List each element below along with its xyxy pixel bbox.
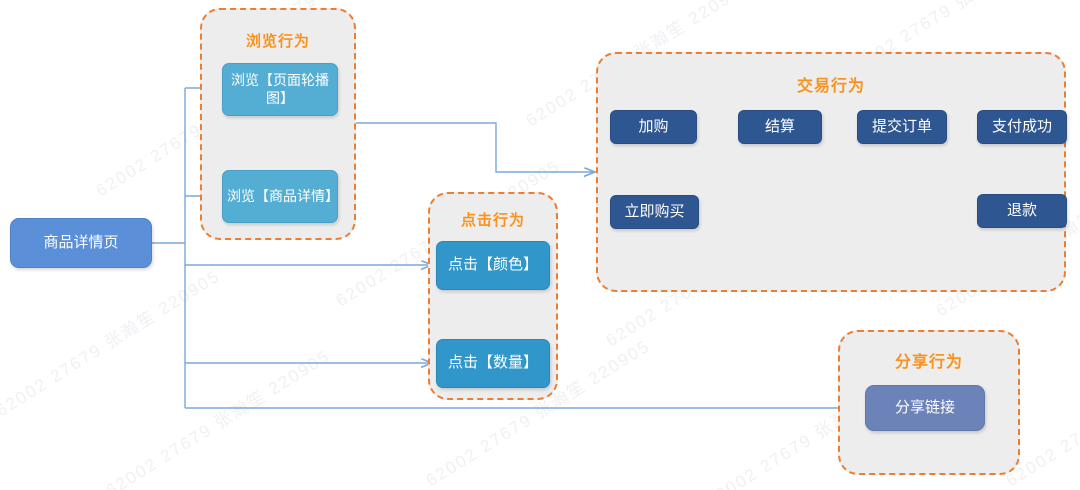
node-label: 商品详情页: [43, 233, 119, 251]
node-label: 点击【颜色】: [447, 256, 538, 274]
node-share-link[interactable]: 分享链接: [865, 385, 985, 431]
node-click-color[interactable]: 点击【颜色】: [436, 241, 550, 290]
wire-browse-to-trade: [355, 122, 595, 172]
node-browse-detail[interactable]: 浏览【商品详情】: [222, 170, 339, 223]
watermark-text: 62002 27679 张瀚笙 220905: [0, 266, 224, 421]
watermark-text: 62002 27679 张瀚笙 220905: [102, 346, 334, 490]
node-product-detail-page[interactable]: 商品详情页: [10, 218, 152, 268]
node-submit-order[interactable]: 提交订单: [857, 110, 947, 144]
node-label: 退款: [1006, 201, 1037, 219]
node-buy-now[interactable]: 立即购买: [610, 195, 699, 229]
node-label: 分享链接: [894, 398, 955, 416]
node-label: 提交订单: [871, 117, 932, 135]
node-browse-carousel[interactable]: 浏览【页面轮播图】: [222, 63, 338, 116]
node-label: 加购: [638, 117, 669, 135]
group-title-browse: 浏览行为: [245, 33, 310, 50]
group-title-trade: 交易行为: [796, 78, 865, 95]
node-label: 浏览【商品详情】: [227, 187, 339, 204]
node-label: 点击【数量】: [447, 354, 538, 372]
group-title-share: 分享行为: [894, 354, 963, 371]
group-trade-behavior: 交易行为: [596, 52, 1066, 292]
node-payment-success[interactable]: 支付成功: [977, 110, 1067, 144]
node-label: 立即购买: [624, 202, 685, 220]
node-settle[interactable]: 结算: [738, 110, 822, 144]
node-click-quantity[interactable]: 点击【数量】: [436, 339, 550, 388]
group-title-click: 点击行为: [460, 212, 525, 229]
node-add-to-cart[interactable]: 加购: [610, 110, 697, 144]
node-label: 支付成功: [991, 117, 1052, 135]
node-label: 浏览【页面轮播图】: [231, 72, 329, 106]
node-refund[interactable]: 退款: [977, 194, 1067, 228]
node-label: 结算: [764, 117, 795, 135]
